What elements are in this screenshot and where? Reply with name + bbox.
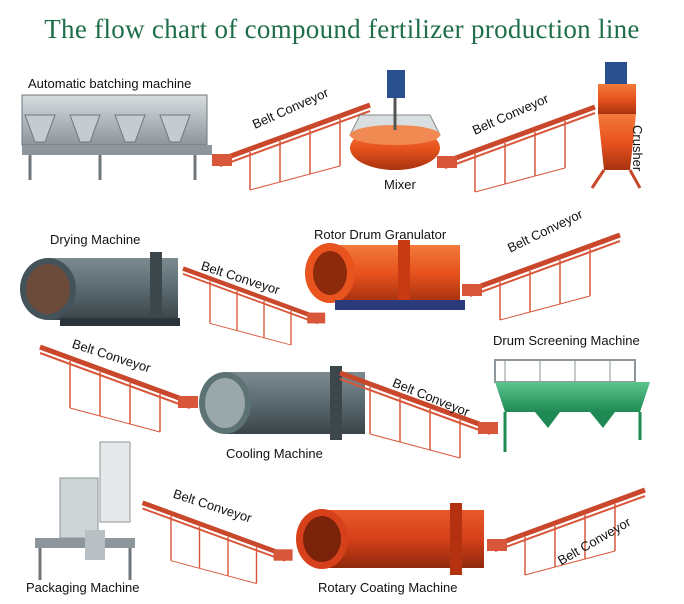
packaging-machine — [35, 441, 135, 580]
label-crusher: Crusher — [630, 125, 645, 172]
rotor-drum-granulator — [305, 240, 465, 310]
belt-conveyor-4 — [462, 235, 620, 320]
label-granulator: Rotor Drum Granulator — [314, 227, 447, 242]
label-coating: Rotary Coating Machine — [318, 580, 458, 595]
rotary-coating-machine — [296, 503, 484, 575]
label-batching: Automatic batching machine — [28, 76, 192, 91]
belt-conveyor-1 — [212, 105, 370, 190]
label-packaging: Packaging Machine — [26, 580, 140, 595]
label-screening: Drum Screening Machine — [493, 333, 640, 348]
drum-screening-machine — [494, 359, 650, 452]
page-title: The flow chart of compound fertilizer pr… — [44, 14, 640, 44]
drying-machine — [20, 252, 180, 326]
crusher — [590, 62, 642, 189]
mixer — [349, 70, 441, 170]
label-cooling: Cooling Machine — [226, 446, 323, 461]
batching-machine — [21, 94, 212, 180]
label-drying: Drying Machine — [50, 232, 141, 247]
cooling-machine — [199, 366, 365, 440]
label-mixer: Mixer — [384, 177, 416, 192]
